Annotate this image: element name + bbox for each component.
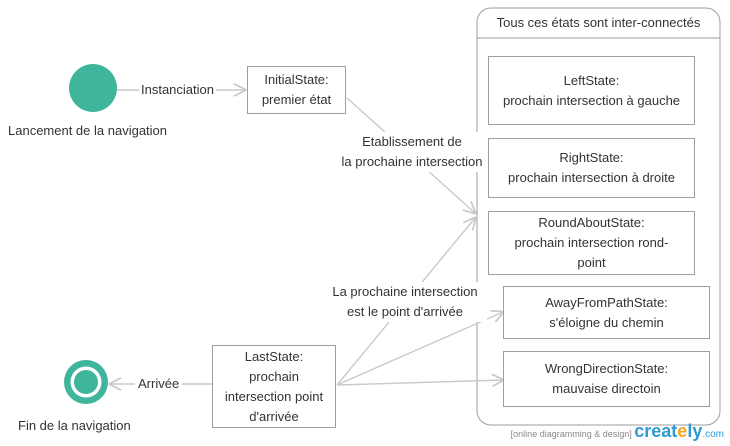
state-wrong-line1: WrongDirectionState: <box>544 361 669 376</box>
start-node[interactable] <box>69 64 117 112</box>
state-right-line2: prochain intersection à droite <box>508 170 675 185</box>
branding-tagline: [online diagramming & design] <box>510 429 632 439</box>
state-roundabout-line3: point <box>577 255 606 270</box>
edge-label-last-point: La prochaine intersection est le point d… <box>323 282 487 322</box>
state-last-line4: d'arrivée <box>249 408 299 424</box>
state-last[interactable]: LastState: prochain intersection point d… <box>212 345 336 428</box>
edge-label-etablissement: Etablissement de la prochaine intersecti… <box>332 132 492 172</box>
state-left-line2: prochain intersection à gauche <box>502 92 681 108</box>
state-wrong-direction[interactable]: WrongDirectionState: mauvaise directoin <box>503 351 710 407</box>
state-last-line2: prochain <box>249 368 299 384</box>
creately-branding[interactable]: [online diagramming & design] creately.c… <box>511 421 724 442</box>
state-away-line1: AwayFromPathState: <box>545 294 668 310</box>
state-right[interactable]: RightState: prochain intersection à droi… <box>488 138 695 198</box>
end-node-label: Fin de la navigation <box>18 418 131 433</box>
edge-label-instanciation: Instanciation <box>139 80 216 100</box>
state-initial-line1: InitialState: <box>264 72 329 87</box>
edge-label-last-point-line2: est le point d'arrivée <box>347 304 463 319</box>
state-last-line3: intersection point <box>224 388 324 404</box>
state-away-from-path[interactable]: AwayFromPathState: s'éloigne du chemin <box>503 286 710 339</box>
state-initial-line2: premier état <box>261 92 332 107</box>
state-last-line1: LastState: <box>244 348 304 364</box>
creately-logo: creately <box>634 421 703 441</box>
start-node-label: Lancement de la navigation <box>8 123 168 138</box>
state-left-line1: LeftState: <box>563 72 620 88</box>
edge-label-last-point-line1: La prochaine intersection <box>332 284 478 299</box>
state-roundabout-line2: prochain intersection rond- <box>514 235 669 250</box>
branding-domain: .com <box>702 429 724 440</box>
state-left[interactable]: LeftState: prochain intersection à gauch… <box>488 56 695 125</box>
end-node-inner <box>74 370 98 394</box>
edge-last-to-away[interactable] <box>336 312 503 386</box>
edge-wrong-to-last[interactable] <box>336 380 503 385</box>
group-title: Tous ces états sont inter-connectés <box>496 15 701 30</box>
edge-label-etablissement-line1: Etablissement de <box>362 134 462 149</box>
state-wrong-line2: mauvaise directoin <box>552 381 661 396</box>
state-right-line1: RightState: <box>559 150 624 165</box>
state-initial[interactable]: InitialState: premier état <box>247 66 346 114</box>
state-roundabout[interactable]: RoundAboutState: prochain intersection r… <box>488 211 695 275</box>
edge-label-etablissement-line2: la prochaine intersection <box>341 154 483 169</box>
edge-label-arrivee: Arrivée <box>135 374 183 394</box>
state-away-line2: s'éloigne du chemin <box>549 314 664 330</box>
state-roundabout-line1: RoundAboutState: <box>538 215 645 230</box>
